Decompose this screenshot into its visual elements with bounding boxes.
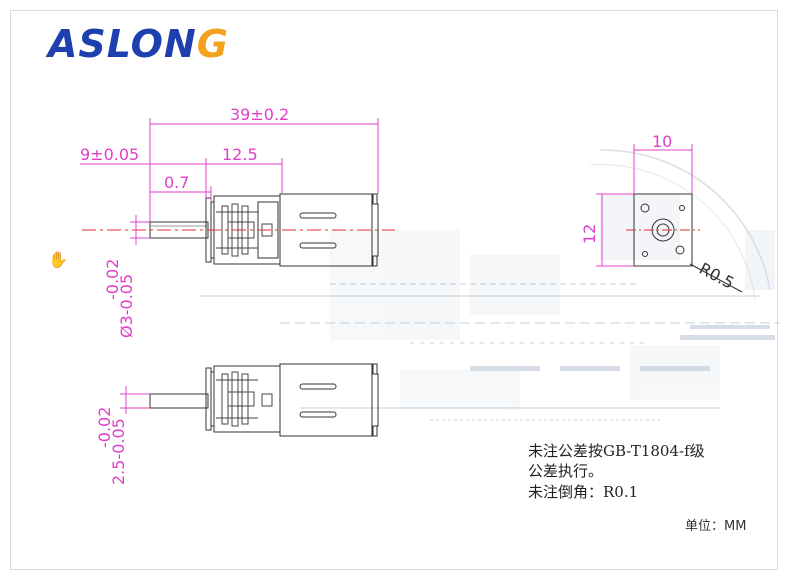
dim-motor-length-label: 12.5: [222, 145, 258, 164]
dim-height-label: 12: [580, 224, 599, 244]
dim-width: [633, 144, 693, 194]
aslong-logo: ASLONG: [48, 22, 229, 66]
dim-width-label: 10: [652, 132, 672, 151]
dim-flange-thickness-label: 0.7: [164, 173, 189, 192]
dim-flat: [120, 386, 150, 414]
dim-shaft-length: [80, 158, 207, 198]
dim-flange-thickness: [150, 186, 212, 202]
note-line-2: 公差执行。: [528, 462, 604, 480]
dim-motor-length: [206, 158, 283, 194]
dim-shaft-diameter-tolerance: -0.02: [103, 259, 122, 300]
dim-flat-tolerance: -0.02: [95, 407, 114, 448]
dim-overall-length-label: 39±0.2: [230, 105, 289, 124]
drawing-frame: [10, 10, 778, 570]
dim-height: [596, 193, 634, 267]
dim-shaft-diameter: [130, 215, 150, 245]
radius-leader: [689, 263, 743, 293]
dim-flat-label: 2.5-0.05: [109, 418, 128, 485]
motor-bottom-view: [149, 363, 379, 437]
note-line-3: 未注倒角：R0.1: [528, 483, 639, 501]
unit-label: 单位：MM: [685, 519, 747, 534]
dim-shaft-diameter-label: Ø3-0.05: [117, 274, 136, 338]
hand-cursor-icon: ✋: [48, 250, 68, 269]
dim-overall-length: [149, 118, 379, 222]
note-line-1: 未注公差按GB-T1804-f级: [528, 442, 705, 460]
dim-radius-label: R0.5: [696, 259, 737, 293]
dim-shaft-length-label: 9±0.05: [80, 145, 139, 164]
